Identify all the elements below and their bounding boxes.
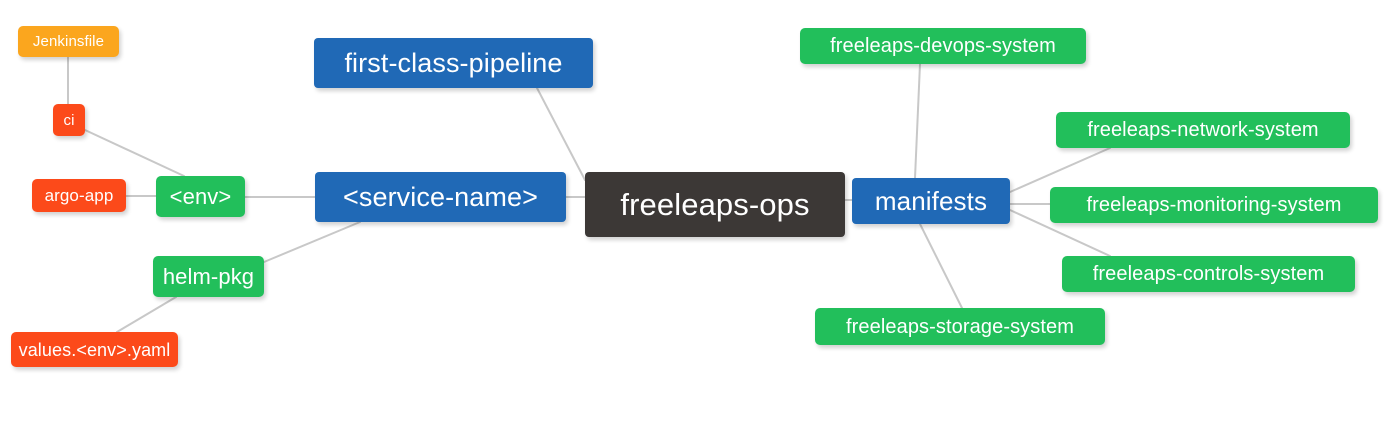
node-label-helm-pkg: helm-pkg [162,263,255,289]
node-storage-system[interactable]: freeleaps-storage-system [815,308,1105,345]
edge-helm-pkg-to-values-yaml [116,296,177,333]
node-label-controls-system: freeleaps-controls-system [1092,263,1325,285]
node-label-argo-app: argo-app [44,186,114,205]
node-values-yaml[interactable]: values.<env>.yaml [11,332,178,367]
node-network-system[interactable]: freeleaps-network-system [1056,112,1350,148]
node-jenkinsfile[interactable]: Jenkinsfile [18,26,119,57]
edge-service-name-to-helm-pkg [263,221,361,263]
node-monitoring-system[interactable]: freeleaps-monitoring-system [1050,187,1378,223]
node-label-jenkinsfile: Jenkinsfile [32,33,105,50]
node-label-first-class-pipeline: first-class-pipeline [344,47,563,78]
node-first-class-pipeline[interactable]: first-class-pipeline [314,38,593,88]
node-label-env: <env> [169,183,232,209]
node-label-network-system: freeleaps-network-system [1087,119,1319,141]
node-devops-system[interactable]: freeleaps-devops-system [800,28,1086,64]
node-label-ci: ci [63,111,75,129]
node-helm-pkg[interactable]: helm-pkg [153,256,264,297]
node-label-manifests: manifests [874,186,988,216]
node-label-service-name: <service-name> [343,181,538,212]
node-label-monitoring-system: freeleaps-monitoring-system [1086,194,1342,216]
node-controls-system[interactable]: freeleaps-controls-system [1062,256,1355,292]
edge-manifests-to-storage-system [919,223,963,309]
node-label-values-yaml: values.<env>.yaml [18,339,171,360]
node-argo-app[interactable]: argo-app [32,179,126,212]
edge-root-to-first-class-pipeline [536,87,586,181]
node-label-storage-system: freeleaps-storage-system [845,315,1075,338]
edge-manifests-to-devops-system [914,63,921,179]
node-env[interactable]: <env> [156,176,245,217]
node-root[interactable]: freeleaps-ops [585,172,845,237]
node-service-name[interactable]: <service-name> [315,172,566,222]
edge-env-to-ci [84,129,185,177]
node-label-devops-system: freeleaps-devops-system [830,35,1056,57]
edge-manifests-to-network-system [1009,147,1111,193]
node-manifests[interactable]: manifests [852,178,1010,224]
node-ci[interactable]: ci [53,104,85,136]
node-label-root: freeleaps-ops [620,187,810,222]
